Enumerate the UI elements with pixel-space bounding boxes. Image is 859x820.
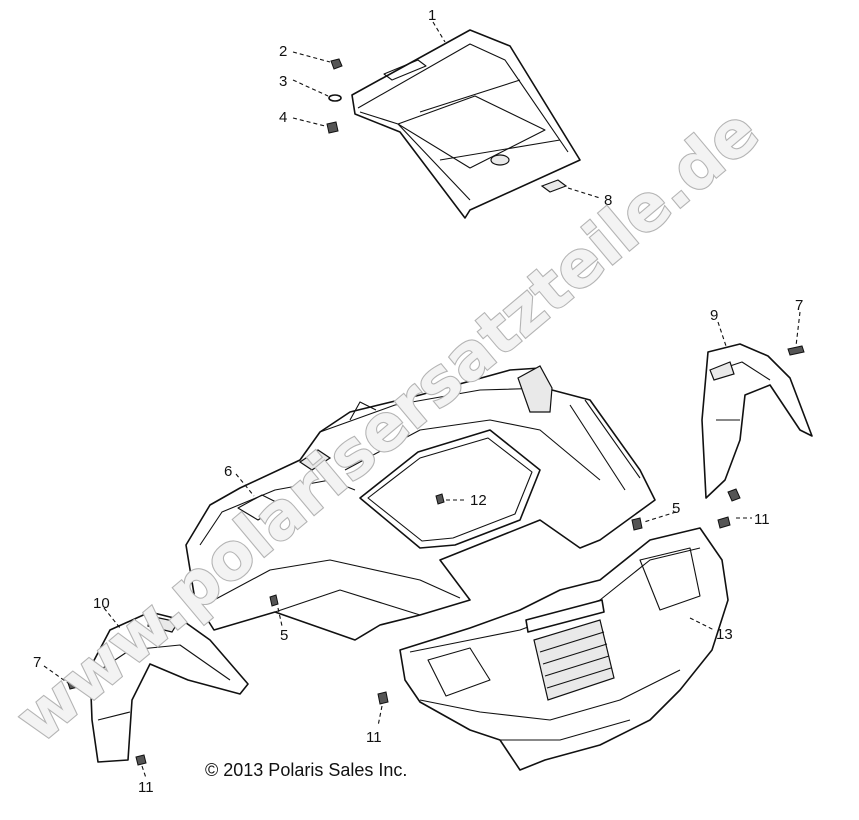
part-clip <box>540 179 568 193</box>
callout-7-left: 7 <box>33 654 41 671</box>
callout-12: 12 <box>470 492 487 509</box>
callout-11-right: 11 <box>754 511 770 528</box>
part-nut-11-right-b <box>717 516 731 529</box>
part-front-bumper <box>399 527 729 771</box>
part-fastener-12 <box>435 493 445 505</box>
part-hood <box>185 365 656 641</box>
copyright-notice: © 2013 Polaris Sales Inc. <box>205 760 408 780</box>
part-nut-11-left <box>135 754 147 766</box>
part-fastener-5-left <box>269 594 279 607</box>
part-nut-11-right-a <box>727 488 741 502</box>
part-screw-7-left <box>67 679 83 690</box>
callout-11-left: 11 <box>138 779 154 796</box>
callout-10: 10 <box>93 595 110 612</box>
callout-5-center: 5 <box>280 627 288 644</box>
part-roof-cover <box>351 29 581 219</box>
callout-11-center: 11 <box>366 729 382 746</box>
part-screw-7-right <box>787 345 805 356</box>
part-fastener-5-right <box>631 517 643 531</box>
callout-13: 13 <box>716 626 733 643</box>
callout-labels: 1 2 3 4 8 7 9 6 12 5 11 5 10 7 13 11 11 <box>33 7 803 796</box>
part-hardware-stack <box>326 58 343 134</box>
callout-5-right: 5 <box>672 500 680 517</box>
callout-3: 3 <box>279 73 287 90</box>
callout-9: 9 <box>710 307 718 324</box>
leader-lines <box>43 21 801 779</box>
callout-1: 1 <box>428 7 436 24</box>
part-right-fender <box>701 343 813 499</box>
callout-4: 4 <box>279 109 287 126</box>
callout-2: 2 <box>279 43 287 60</box>
callout-8: 8 <box>604 192 612 209</box>
callout-6: 6 <box>224 463 232 480</box>
callout-7-right: 7 <box>795 297 803 314</box>
part-left-fender <box>89 611 249 763</box>
part-nut-11-center <box>377 691 389 705</box>
